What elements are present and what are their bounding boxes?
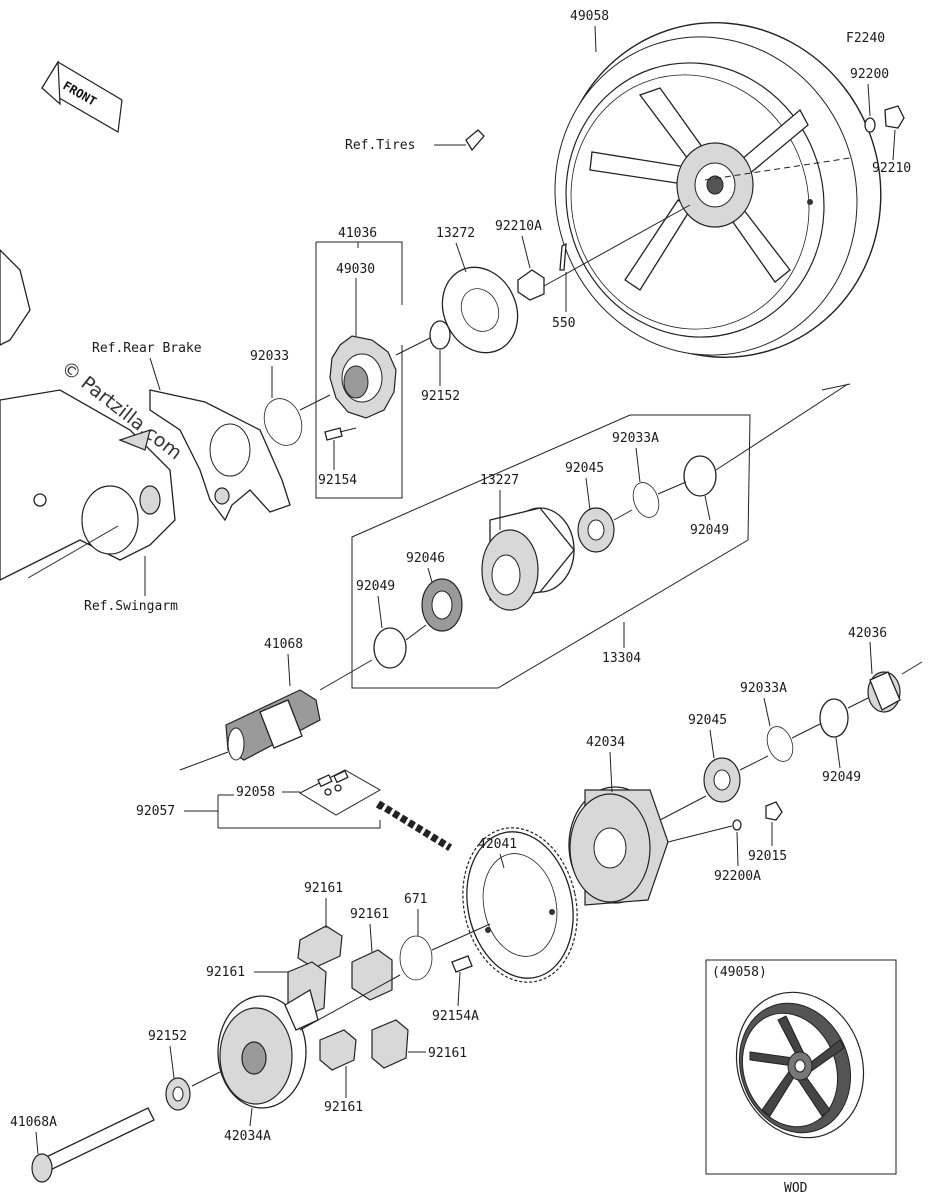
circlip-92033A-top [632,482,660,518]
bolt-92154A [451,955,473,973]
part-label-550: 550 [552,316,575,331]
part-label-92210: 92210 [872,161,911,176]
ref-tires: Ref.Tires [345,138,415,153]
oil-seal-92049-mid [373,627,407,669]
part-label-92058: 92058 [236,785,275,800]
part-label-92033: 92033 [250,349,289,364]
damper-92161-e [319,1029,357,1071]
inset-title: (49058) [712,965,767,980]
part-label-92152-top: 92152 [421,389,460,404]
sprocket-flange-49030 [329,335,397,419]
part-label-42041: 42041 [478,837,517,852]
part-label-41036: 41036 [338,226,377,241]
chain-link-kit-92058 [317,770,349,796]
oil-seal-92152-top [429,320,451,350]
part-label-92154: 92154 [318,473,357,488]
part-label-92152-bot: 92152 [148,1029,187,1044]
part-label-42036: 42036 [848,626,887,641]
hub-13227 [481,507,575,611]
washer-92200A [732,819,742,831]
part-label-92045-top: 92045 [565,461,604,476]
coupling-42034A [217,988,319,1109]
part-label-92046: 92046 [406,551,445,566]
damper-92161-b [351,949,393,1001]
washer-92200 [864,117,876,133]
part-label-92015: 92015 [748,849,787,864]
inset-wheel [735,991,865,1139]
part-label-92161-b: 92161 [350,907,389,922]
sprocket-coupling-42034 [568,786,669,906]
part-label-41068A: 41068A [10,1115,57,1130]
rear-sprocket-42041 [462,827,578,983]
part-label-671: 671 [404,892,427,907]
part-label-92161-e: 92161 [324,1100,363,1115]
caliper-bracket [149,389,291,522]
part-label-92161-d: 92161 [428,1046,467,1061]
bolt-92154 [324,427,343,441]
diagram-code: F2240 [846,31,885,46]
drive-chain-92057 [375,800,453,853]
part-label-92200A: 92200A [714,869,761,884]
damper-92161-a [297,925,343,969]
inset-caption: WOD [784,1181,808,1196]
part-label-49058: 49058 [570,9,609,24]
part-label-92057: 92057 [136,804,175,819]
part-label-92049-mid: 92049 [356,579,395,594]
part-label-92045-bot: 92045 [688,713,727,728]
part-label-13272: 13272 [436,226,475,241]
circlip-92033A-bot [766,726,794,762]
part-label-13227: 13227 [480,473,519,488]
swingarm-ref [0,249,176,581]
part-label-92049-bot: 92049 [822,770,861,785]
part-label-42034: 42034 [586,735,625,750]
part-label-92161-c: 92161 [206,965,245,980]
part-label-92161-a: 92161 [304,881,343,896]
axle-nut-92210A [517,269,545,301]
ref-swingarm: Ref.Swingarm [84,599,178,614]
damper-92161-d [371,1019,409,1069]
part-label-92200: 92200 [850,67,889,82]
part-label-49030: 49030 [336,262,375,277]
rear-wheel-49058 [554,22,882,358]
part-label-41068: 41068 [264,637,303,652]
rear-axle-41068A [31,1107,155,1183]
part-label-92049-top: 92049 [690,523,729,538]
part-label-42034A: 42034A [224,1129,271,1144]
o-ring-671 [399,935,433,981]
tire-valve [465,129,485,152]
oil-seal-92049-bot [819,698,849,738]
nut-92015 [765,801,783,821]
oil-seal-92049-top [683,455,717,497]
part-label-92033A-bot: 92033A [740,681,787,696]
ref-rear-brake: Ref.Rear Brake [92,341,202,356]
part-label-92033A-top: 92033A [612,431,659,446]
part-label-13304: 13304 [602,651,641,666]
cotter-pin-550 [559,242,567,271]
circlip-92033 [263,398,303,446]
nut-92210 [884,105,905,129]
front-arrow-icon: FRONT [41,60,123,133]
sensor-rotor-13272 [441,266,519,354]
part-label-92154A: 92154A [432,1009,479,1024]
part-label-92210A: 92210A [495,219,542,234]
axle-sleeve-41068 [225,689,321,761]
